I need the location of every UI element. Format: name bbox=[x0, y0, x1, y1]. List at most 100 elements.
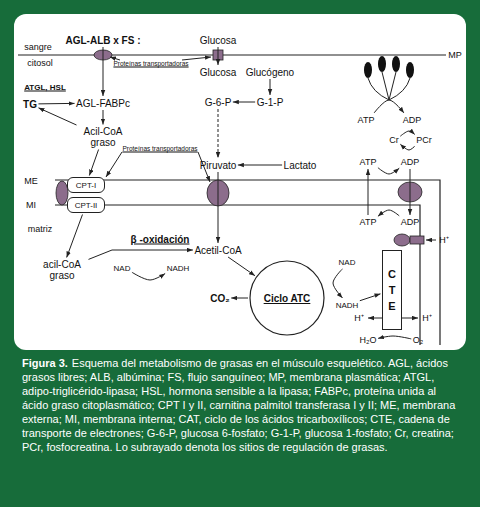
myosin-head bbox=[406, 62, 414, 78]
metabolite-label: acil-CoA graso bbox=[37, 259, 87, 281]
cofactor-label: NAD bbox=[339, 257, 356, 268]
reaction-arrow bbox=[132, 272, 165, 280]
myosin-stalk bbox=[382, 72, 389, 100]
enzyme-box: CPT-I bbox=[67, 177, 105, 193]
reaction-arrow bbox=[218, 172, 219, 243]
proton-flow bbox=[402, 318, 418, 319]
node-text: acil-CoA graso bbox=[37, 259, 87, 281]
figure-number: Figura 3. bbox=[22, 357, 68, 369]
node-text: H₂O bbox=[360, 335, 377, 345]
metabolite-label: Lactato bbox=[284, 160, 317, 171]
node-text: ATP bbox=[360, 217, 377, 227]
node-text: AGL-ALB x FS : bbox=[66, 35, 141, 46]
node-text: ATP bbox=[360, 157, 377, 167]
node-text: Glucógeno bbox=[246, 67, 294, 78]
node-text: G-1-P bbox=[257, 97, 284, 108]
metabolite-label: Piruvato bbox=[200, 160, 237, 171]
membrane-label: MI bbox=[26, 200, 36, 211]
metabolite-label: AGL-ALB x FS : bbox=[66, 35, 141, 46]
atp-synthase-head bbox=[394, 234, 410, 246]
metabolite-label: ADP bbox=[403, 115, 422, 126]
proton-label: H⁺ bbox=[439, 235, 449, 246]
reaction-arrow bbox=[218, 109, 219, 158]
enzyme-box: CPT-II bbox=[67, 197, 105, 213]
membrane-label: ME bbox=[24, 176, 38, 187]
reaction-arrow bbox=[89, 150, 98, 176]
pathway-label: β -oxidación bbox=[131, 234, 190, 245]
node-text: NAD bbox=[339, 258, 356, 267]
metabolite-label: Acetil-CoA bbox=[194, 245, 241, 256]
reaction-arrow bbox=[333, 269, 343, 298]
metabolite-label: ADP bbox=[401, 157, 420, 168]
node-text: NADH bbox=[336, 301, 359, 310]
outer-membrane bbox=[55, 180, 440, 345]
metabolite-label: ATP bbox=[360, 217, 377, 228]
reaction-arrow bbox=[231, 298, 248, 299]
myosin-head bbox=[378, 56, 386, 72]
myosin-head bbox=[392, 56, 400, 72]
node-text: O₂ bbox=[413, 335, 424, 345]
metabolite-label: ATP bbox=[360, 157, 377, 168]
reaction-arrow bbox=[400, 144, 415, 150]
reaction-arrow bbox=[228, 257, 255, 276]
node-title: CTE bbox=[388, 266, 397, 314]
myosin-stalk bbox=[389, 78, 410, 100]
node-title: CPT-I bbox=[76, 180, 96, 191]
proton-flow bbox=[426, 240, 436, 241]
reaction-arrow bbox=[360, 294, 381, 301]
reaction-arrow bbox=[103, 47, 104, 96]
reaction-arrow bbox=[233, 102, 255, 103]
metabolite-label: G-1-P bbox=[257, 97, 284, 108]
node-text: NADH bbox=[167, 264, 190, 273]
reaction-arrow bbox=[378, 336, 411, 339]
node-text: G-6-P bbox=[205, 97, 232, 108]
node-text: Cr bbox=[389, 135, 399, 145]
proton-label: H⁺ bbox=[422, 313, 432, 324]
node-title: CPT-II bbox=[75, 200, 98, 211]
caption-text: Esquema del metabolismo de grasas en el … bbox=[22, 357, 455, 453]
node-text: Lactato bbox=[284, 160, 317, 171]
node-text: ADP bbox=[401, 157, 420, 167]
enzyme-label: ATGL, HSL bbox=[24, 82, 66, 93]
node-text: TG bbox=[23, 99, 37, 110]
metabolite-label: Cr bbox=[389, 135, 399, 146]
node-text: Acil-CoA graso bbox=[78, 126, 128, 148]
metabolite-label: O₂ bbox=[413, 335, 424, 346]
compartment-label: citosol bbox=[27, 58, 53, 69]
reaction-arrow bbox=[400, 131, 415, 136]
node-text: Acetil-CoA bbox=[194, 245, 241, 256]
node-text: Glucosa bbox=[200, 35, 237, 46]
reaction-arrow bbox=[38, 103, 74, 104]
reaction-arrow bbox=[378, 210, 399, 216]
myosin-head bbox=[364, 62, 372, 78]
metabolite-label: G-6-P bbox=[205, 97, 232, 108]
reaction-arrow bbox=[218, 47, 219, 65]
metabolite-label: Glucosa bbox=[200, 35, 237, 46]
cycle-ring bbox=[250, 261, 324, 335]
proton-label: H⁺ bbox=[354, 313, 364, 324]
cycle-circle: Ciclo ATC bbox=[249, 260, 325, 336]
metabolite-label: TG bbox=[23, 99, 37, 110]
atp-synthase-stalk bbox=[410, 236, 424, 244]
metabolite-label: PCr bbox=[416, 135, 432, 146]
inner-membrane bbox=[55, 205, 420, 345]
metabolite-label: AGL-FABPc bbox=[76, 98, 130, 109]
cofactor-label: NADH bbox=[167, 263, 190, 274]
node-text: ADP bbox=[403, 115, 422, 125]
reaction-arrow bbox=[67, 215, 83, 258]
transporter-pointer bbox=[106, 152, 122, 177]
figure-caption: Figura 3.Esquema del metabolismo de gras… bbox=[22, 356, 460, 454]
metabolite-label: Acil-CoA graso bbox=[78, 126, 128, 148]
node-text: Glucosa bbox=[200, 67, 237, 78]
proton-flow bbox=[368, 318, 382, 319]
reaction-arrow bbox=[238, 165, 282, 166]
reaction-arrow bbox=[103, 110, 104, 125]
compartment-label: matriz bbox=[28, 224, 53, 235]
reaction-arrow bbox=[374, 100, 404, 113]
electron-chain-box: CTE bbox=[382, 250, 402, 330]
metabolite-label: ADP bbox=[401, 217, 420, 228]
reaction-arrow bbox=[89, 250, 193, 259]
cofactor-label: NADH bbox=[336, 300, 359, 311]
reaction-arrow bbox=[410, 169, 411, 215]
